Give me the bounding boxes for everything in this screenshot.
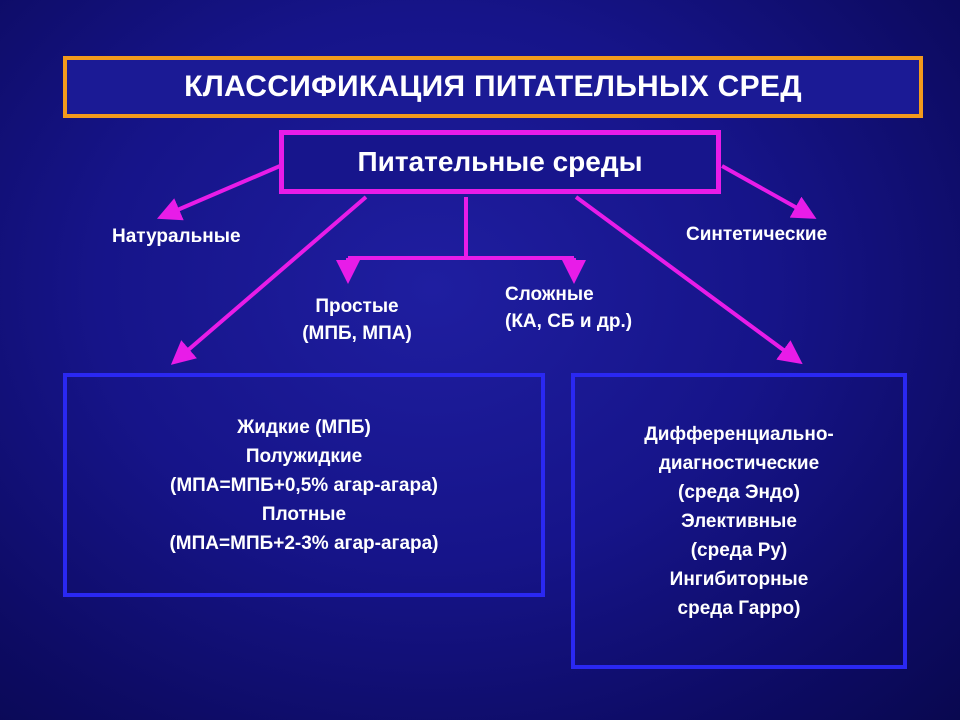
root-node: Питательные среды [279,130,721,194]
diagram-title: КЛАССИФИКАЦИЯ ПИТАТЕЛЬНЫХ СРЕД [63,56,923,118]
simple-line-2: (МПБ, МПА) [302,323,412,344]
consistency-box: Жидкие (МПБ) Полужидкие (МПА=МПБ+0,5% аг… [63,373,545,597]
consistency-line: Плотные [261,503,347,525]
purpose-line: Ингибиторные [669,568,809,590]
complex-line-2: (КА, СБ и др.) [505,311,633,332]
purpose-line: Элективные [681,510,797,532]
purpose-line: среда Гарро) [677,597,801,619]
purpose-line: (среда Ру) [690,539,788,561]
arrow-natural [156,164,281,221]
purpose-box: Дифференциально- диагностические (среда … [571,373,907,669]
simple-label: Простые (МПБ, МПА) [290,293,424,347]
arrow-right-box [574,195,803,365]
synthetic-label: Синтетические [686,224,828,245]
root-label: Питательные среды [357,146,643,177]
arrow-synthetic [721,164,817,219]
consistency-line: (МПА=МПБ+0,5% агар-агара) [170,474,438,496]
complex-label: Сложные (КА, СБ и др.) [505,281,632,335]
consistency-line: (МПА=МПБ+2-3% агар-агара) [169,532,439,554]
consistency-line: Полужидкие [245,445,363,467]
purpose-line: Дифференциально- [644,423,834,445]
consistency-line: Жидкие (МПБ) [237,416,371,438]
natural-label: Натуральные [112,226,241,247]
purpose-line: (среда Эндо) [678,481,800,503]
purpose-line: диагностические [658,452,820,474]
complex-line-1: Сложные [505,284,594,305]
arrow-left-box [170,195,368,365]
simple-line-1: Простые [315,296,399,317]
title-text: КЛАССИФИКАЦИЯ ПИТАТЕЛЬНЫХ СРЕД [184,70,802,103]
